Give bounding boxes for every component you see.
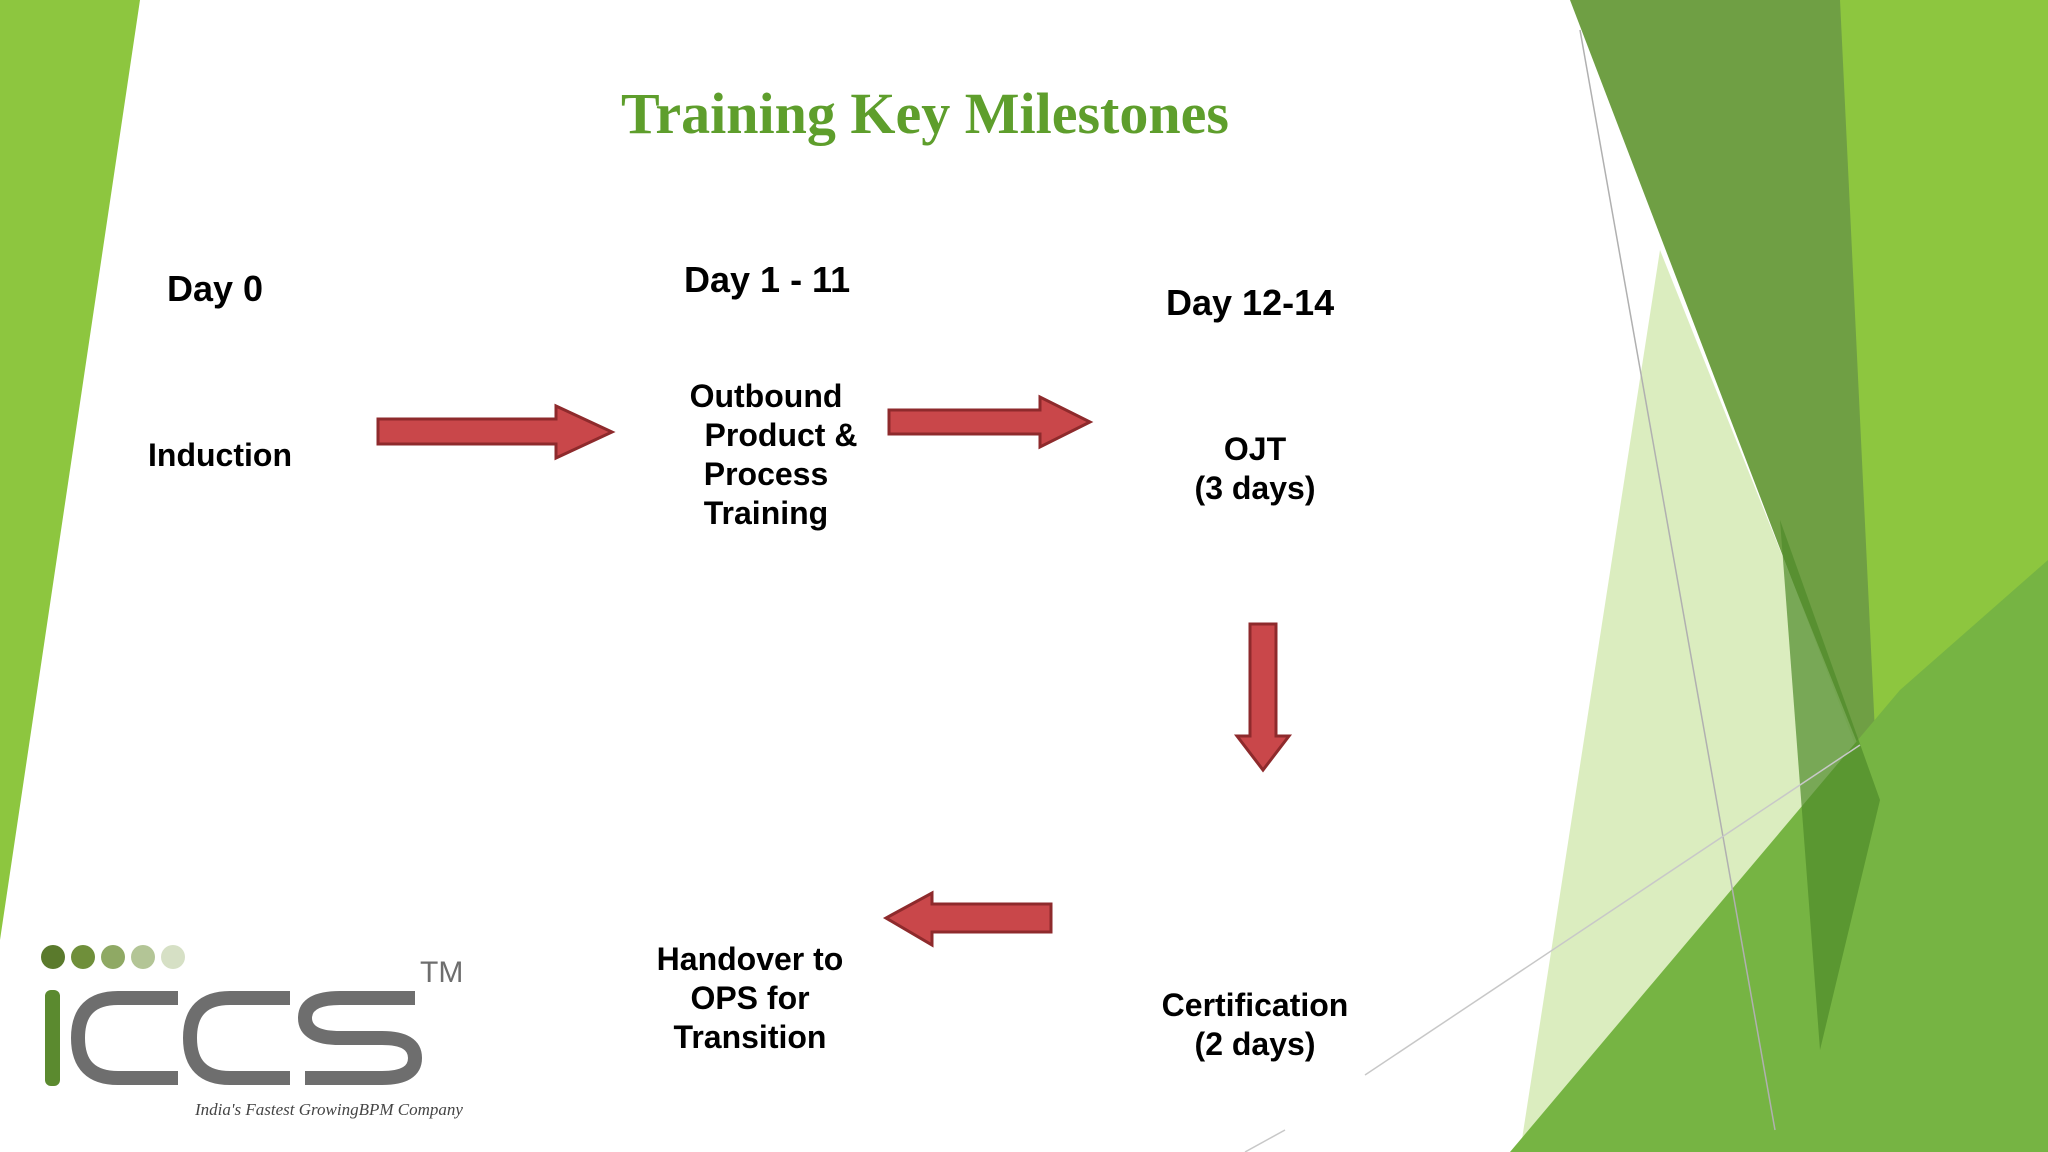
step-handover: Handover to OPS for Transition: [630, 940, 870, 1057]
step-line: Process: [703, 456, 829, 492]
logo-letter-i: [45, 990, 60, 1086]
logo-dot: [41, 945, 65, 969]
logo-dot: [131, 945, 155, 969]
step-induction: Induction: [120, 436, 320, 475]
milestone-day-12-14: Day 12-14: [1166, 282, 1335, 323]
step-line: OPS for: [690, 980, 810, 1016]
step-line: Transition: [673, 1019, 827, 1055]
step-ojt: OJT (3 days): [1155, 430, 1355, 508]
logo-letter-c: [70, 991, 178, 1085]
arrow-left: [882, 890, 1053, 948]
step-line: Training: [703, 495, 829, 531]
arrow-down: [1233, 622, 1293, 773]
iccs-logo: TM India's Fastest GrowingBPM Company: [40, 940, 480, 1120]
step-line: Handover to: [656, 941, 844, 977]
right-deep-shape: [1780, 520, 1880, 1050]
step-line: (3 days): [1194, 470, 1316, 506]
thin-line-3: [1244, 1129, 1286, 1152]
step-line: Certification: [1161, 987, 1349, 1023]
arrow-right-1: [376, 403, 616, 461]
step-certification: Certification (2 days): [1140, 986, 1370, 1064]
logo-graphic: [41, 945, 423, 1086]
logo-dot: [161, 945, 185, 969]
step-line: Induction: [148, 437, 292, 473]
thin-line-2: [1364, 744, 1861, 1076]
logo-tagline: India's Fastest GrowingBPM Company: [195, 1100, 463, 1119]
logo-dot: [101, 945, 125, 969]
slide-title: Training Key Milestones: [621, 81, 1229, 146]
step-line: (2 days): [1194, 1026, 1316, 1062]
step-line: OJT: [1223, 431, 1287, 467]
milestone-day-1-11: Day 1 - 11: [684, 259, 851, 300]
logo-letter-c: [182, 991, 290, 1085]
thin-line-1: [1579, 29, 1776, 1131]
logo-dot: [71, 945, 95, 969]
arrow-right-2: [887, 394, 1094, 450]
left-green-band: [0, 0, 140, 940]
logo-letter-s: [297, 991, 423, 1085]
step-line: Product &: [704, 417, 858, 453]
logo-trademark: TM: [420, 956, 464, 989]
step-line: Outbound: [689, 378, 843, 414]
milestone-day-0: Day 0: [167, 268, 264, 309]
step-outbound-training: Outbound Product & Process Training: [656, 377, 876, 533]
right-mid-shape: [1510, 560, 2048, 1152]
